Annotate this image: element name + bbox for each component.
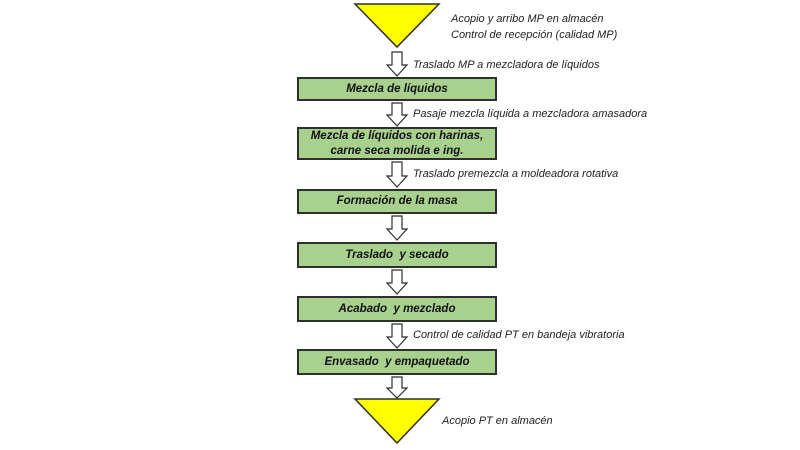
step-label-line-2: carne seca molida e ing. <box>330 144 464 157</box>
end-triangle-label: Acopio PT en almacén <box>442 415 553 427</box>
step-label: Traslado y secado <box>345 248 449 261</box>
step-box-mezcla-liquidos: Mezcla de líquidos <box>297 77 497 101</box>
step-box-traslado-secado: Traslado y secado <box>297 242 497 268</box>
transition-label-2: Pasaje mezcla líquida a mezcladora amasa… <box>413 108 648 120</box>
transition-label-6: Control de calidad PT en bandeja vibrato… <box>413 329 625 341</box>
step-label: Formación de la masa <box>336 195 458 208</box>
step-box-acabado-mezclado: Acabado y mezclado <box>297 296 497 322</box>
flow-arrow-3 <box>385 161 409 188</box>
step-box-mezcla-harinas: Mezcla de líquidos con harinas, carne se… <box>297 127 497 160</box>
flow-arrow-2 <box>385 102 409 127</box>
step-label-line-1: Mezcla de líquidos con harinas, <box>310 129 484 142</box>
start-triangle-label: Acopio y arribo MP en almacén Control de… <box>451 12 617 44</box>
step-box-formacion-masa: Formación de la masa <box>297 189 497 214</box>
flow-arrow-5 <box>385 269 409 295</box>
flow-arrow-7 <box>385 376 409 399</box>
flow-arrow-1 <box>385 51 409 77</box>
flow-arrow-6 <box>385 323 409 349</box>
step-box-envasado-empaquetado: Envasado y empaquetado <box>297 349 497 375</box>
transition-label-1: Traslado MP a mezcladora de líquidos <box>413 59 600 71</box>
start-triangle <box>353 3 441 49</box>
start-triangle-label-line-2: Control de recepción (calidad MP) <box>451 28 618 41</box>
step-label: Acabado y mezclado <box>338 302 456 315</box>
end-triangle <box>353 398 441 445</box>
step-label: Envasado y empaquetado <box>324 355 470 368</box>
step-label: Mezcla de líquidos <box>346 82 448 95</box>
start-triangle-label-line-1: Acopio y arribo MP en almacén <box>451 13 604 25</box>
transition-label-3: Traslado premezcla a moldeadora rotativa <box>413 168 619 180</box>
flow-arrow-4 <box>385 215 409 241</box>
